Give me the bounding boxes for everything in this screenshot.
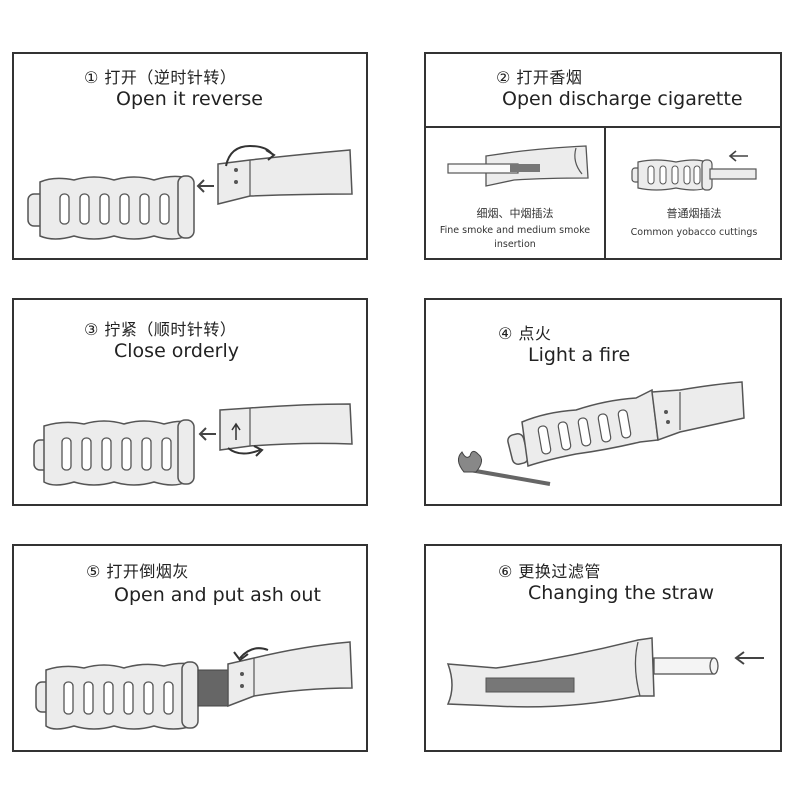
step-2-common-label-zh: 普通烟插法 [666, 207, 722, 220]
step-1-title-en: Open it reverse [116, 88, 263, 110]
step-5-illustration [35, 641, 353, 730]
step-6-illustration [446, 637, 764, 708]
step-6-title-zh: ⑥ 更换过滤管 [498, 562, 601, 581]
step-3-panel: ③ 拧紧（顺时针转） Close orderly [12, 298, 368, 506]
lighter-device-icon [507, 381, 745, 467]
step-1-illustration [27, 144, 353, 240]
step-5-title-en: Open and put ash out [114, 584, 321, 606]
step-3-title-zh: ③ 拧紧（顺时针转） [84, 320, 237, 339]
rotate-cw-icon [227, 447, 261, 455]
step-6-panel: ⑥ 更换过滤管 Changing the straw [424, 544, 782, 752]
step-2-vertical-divider [604, 126, 606, 260]
arrow-left-icon [198, 427, 216, 441]
mouthpiece-icon [227, 641, 353, 708]
step-4-title-zh: ④ 点火 [498, 324, 552, 343]
step-4-panel: ④ 点火 Light a fire [424, 298, 782, 506]
step-2-title-en: Open discharge cigarette [502, 88, 743, 110]
flame-icon [458, 450, 482, 473]
step-3-illustration [33, 403, 353, 486]
mouthpiece-icon [219, 403, 353, 451]
step-2-panel: ② 打开香烟 Open discharge cigarette 细烟、中烟插法 … [424, 52, 782, 260]
step-2-common-insertion-illustration [631, 150, 757, 191]
step-4-title-en: Light a fire [528, 344, 631, 366]
mouthpiece-icon [446, 637, 655, 708]
step-2-fine-label-en: Fine smoke and medium smoke insertion [439, 225, 591, 251]
step-2-common-label-en: Common yobacco cuttings [630, 227, 758, 238]
step-4-illustration [458, 381, 745, 486]
step-1-panel: ① 打开（逆时针转） Open it reverse [12, 52, 368, 260]
mouthpiece-icon [217, 149, 353, 205]
arrow-left-icon [734, 651, 764, 665]
arrow-left-icon [196, 179, 214, 193]
step-6-title-en: Changing the straw [528, 582, 715, 604]
step-3-title-en: Close orderly [114, 340, 239, 362]
step-2-title-zh: ② 打开香烟 [496, 68, 583, 87]
straw-icon [653, 657, 715, 675]
step-2-fine-insertion-illustration [447, 145, 589, 187]
step-2-fine-label-zh: 细烟、中烟插法 [476, 207, 554, 220]
match-stick-icon [469, 468, 551, 486]
arrow-down-icon [239, 647, 269, 659]
step-5-title-zh: ⑤ 打开倒烟灰 [86, 562, 189, 581]
step-1-title-zh: ① 打开（逆时针转） [84, 68, 237, 87]
arrow-left-icon [728, 150, 748, 162]
step-5-panel: ⑤ 打开倒烟灰 Open and put ash out [12, 544, 368, 752]
grip-body-icon [27, 175, 195, 240]
